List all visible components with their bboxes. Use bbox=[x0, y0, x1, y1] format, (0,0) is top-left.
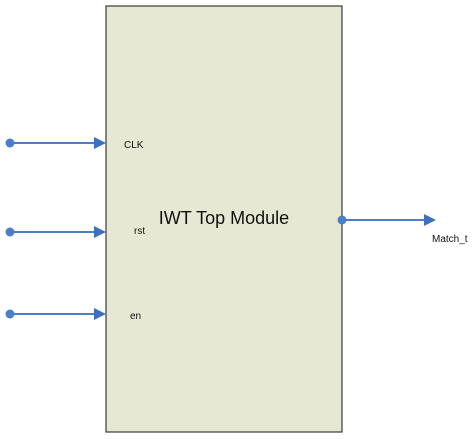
input-arrow-en bbox=[94, 308, 106, 320]
input-port-rst: rst bbox=[5, 226, 145, 238]
input-label-rst: rst bbox=[134, 226, 145, 237]
input-label-clk: CLK bbox=[124, 140, 144, 151]
input-arrow-clk bbox=[94, 137, 106, 149]
input-dot-rst bbox=[5, 227, 15, 237]
output-port-match: Match_t bbox=[337, 214, 468, 245]
input-label-en: en bbox=[130, 311, 141, 322]
input-dot-clk bbox=[5, 138, 15, 148]
output-label-match: Match_t bbox=[432, 234, 468, 245]
input-port-en: en bbox=[5, 308, 141, 322]
input-arrow-rst bbox=[94, 226, 106, 238]
output-dot-match bbox=[337, 215, 347, 225]
module-box bbox=[105, 5, 343, 433]
module-title: IWT Top Module bbox=[159, 208, 289, 228]
input-dot-en bbox=[5, 309, 15, 319]
input-port-clk: CLK bbox=[5, 137, 144, 151]
output-arrow-match bbox=[424, 214, 436, 226]
